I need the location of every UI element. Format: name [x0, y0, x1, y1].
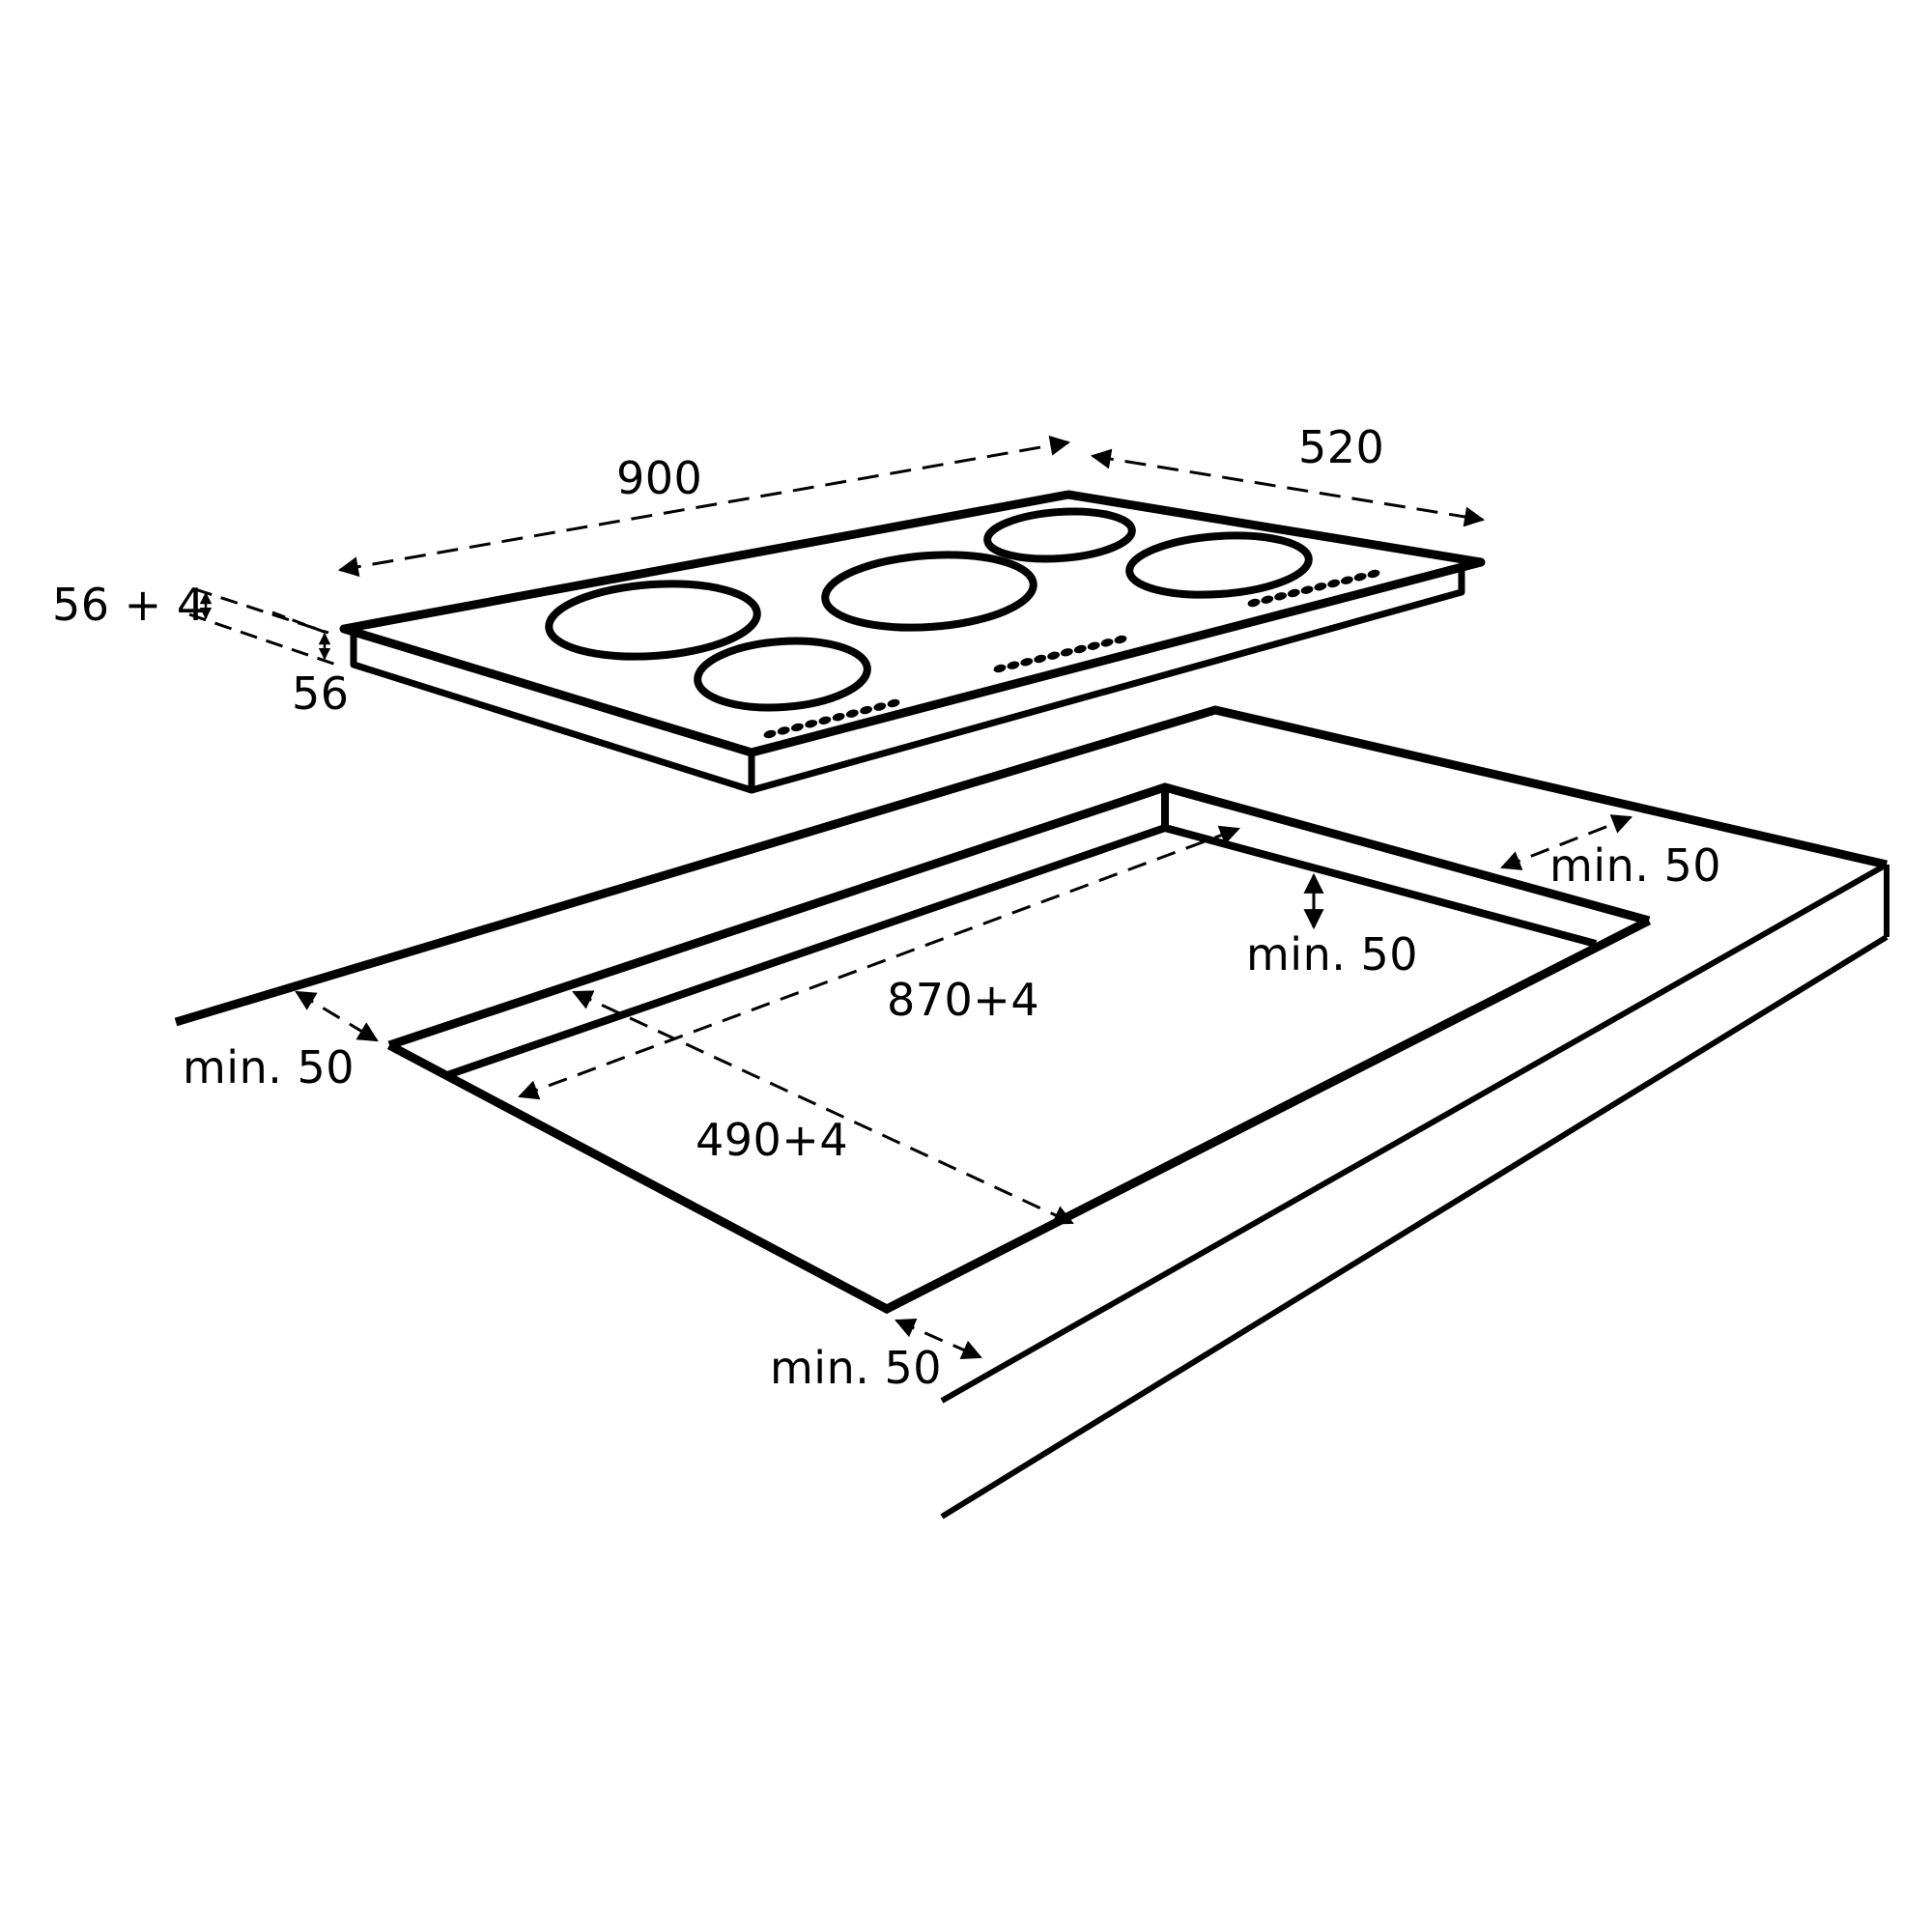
control-dot	[1327, 579, 1341, 588]
control-dot	[1087, 641, 1100, 650]
control-dot	[1247, 598, 1261, 608]
cutout-inner-lip	[1161, 787, 1598, 948]
control-dot	[887, 698, 900, 708]
control-dot	[1020, 658, 1034, 667]
control-dot	[1007, 661, 1020, 669]
clearance-left-label: min. 50	[183, 1041, 355, 1094]
cutout-dimensions	[295, 814, 1633, 1360]
control-dot	[1047, 651, 1060, 660]
control-dot	[763, 729, 777, 739]
control-dot	[993, 664, 1007, 673]
control-dot	[1114, 635, 1127, 644]
control-dot	[818, 716, 832, 724]
control-dot	[845, 709, 859, 718]
height-guide-bottom	[188, 612, 337, 667]
control-dot	[1073, 644, 1087, 654]
cooking-zone-rear-left-large	[545, 580, 761, 661]
control-dot	[1287, 588, 1300, 598]
right-controls	[1247, 569, 1380, 608]
hob-dimensions	[188, 435, 1486, 667]
control-dot	[1261, 595, 1274, 604]
hob-height-total-label: 56 + 4	[52, 579, 206, 631]
control-dot	[1061, 648, 1073, 657]
width-900-dimension-line	[337, 435, 1071, 578]
hob-height-body-label: 56	[292, 668, 350, 720]
control-dot	[1300, 585, 1314, 594]
control-dot	[860, 705, 872, 715]
hob-depth-label: 520	[1298, 421, 1385, 473]
control-strips	[763, 569, 1380, 739]
clearance-left-dimension-line	[295, 990, 379, 1042]
control-dot	[805, 720, 818, 728]
height-arrows	[199, 591, 331, 661]
cutout-lip-front	[445, 824, 1167, 1079]
clearance-back-dimension-line	[1500, 814, 1633, 870]
control-dot	[1034, 654, 1047, 664]
control-dot	[791, 723, 804, 732]
control-dot	[1353, 573, 1367, 582]
height-guide-mid	[271, 611, 327, 635]
worktop-front-top-edge	[940, 862, 1889, 1404]
clearance-back-label: min. 50	[1549, 839, 1722, 892]
control-dot	[873, 702, 887, 711]
hob-front-side	[350, 630, 755, 794]
clearance-front-dimension-line	[895, 1318, 982, 1360]
cutout-width-label: 870+4	[887, 974, 1040, 1026]
clearance-front-label: min. 50	[770, 1342, 943, 1394]
center-controls	[993, 635, 1127, 673]
cooking-zones	[545, 507, 1313, 712]
worktop-front-bottom-edge	[940, 934, 1889, 1520]
front-left-controls	[763, 698, 900, 739]
height-guide-top	[194, 587, 329, 635]
depth-520-dimension-line	[1090, 448, 1486, 527]
clearance-below-label: min. 50	[1246, 928, 1419, 980]
cooking-zone-right-large	[1125, 531, 1313, 599]
control-dot	[1314, 582, 1327, 591]
hob-width-label: 900	[616, 452, 703, 504]
control-dot	[1100, 639, 1114, 647]
cutout-front	[386, 916, 1652, 1315]
control-dot	[777, 726, 790, 735]
control-dot	[1341, 576, 1353, 584]
control-dot	[832, 713, 845, 722]
control-dot	[1367, 569, 1380, 579]
cutout-depth-dimension-line	[572, 990, 1074, 1225]
hob-right-side	[748, 564, 1465, 794]
cutout-depth-label: 490+4	[696, 1114, 849, 1166]
worktop	[174, 705, 1889, 1520]
cooking-zone-front-left-small	[694, 637, 871, 712]
control-dot	[1274, 592, 1287, 601]
